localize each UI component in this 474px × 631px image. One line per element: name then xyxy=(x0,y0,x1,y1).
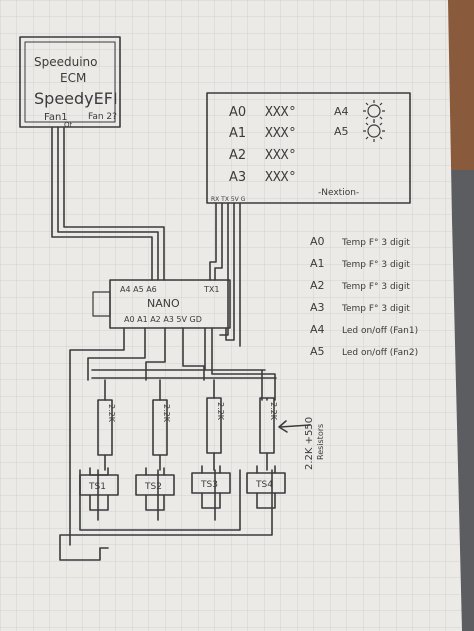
resistor-pointer-arrow xyxy=(278,420,311,433)
graph-paper-grid xyxy=(0,0,462,631)
nextion-to-nano-wire xyxy=(209,202,241,347)
legend-pin-a3: A3 xyxy=(310,301,325,314)
nano-usb-port xyxy=(92,291,111,317)
legend-pin-a0: A0 xyxy=(310,235,325,248)
nano-tx-pin: TX1 xyxy=(203,285,219,294)
sensor-ts3-body xyxy=(191,472,231,494)
sensor-ts2-label: TS2 xyxy=(144,482,162,492)
nextion-value-a1: XXX° xyxy=(265,126,296,141)
ecm-label-fan1-sub: Ot xyxy=(64,121,73,129)
nextion-pin-a0: A0 xyxy=(229,105,246,120)
nano-label: NANO xyxy=(147,297,180,310)
resistor-1-label: 2.2K xyxy=(107,404,116,423)
legend-pin-a4: A4 xyxy=(310,323,325,336)
resistor-2-label: 2.2K xyxy=(162,404,171,423)
nextion-display-box xyxy=(206,92,411,204)
nextion-pin-labels: RX TX 5V G xyxy=(211,196,246,203)
legend-desc-a4: Led on/off (Fan1) xyxy=(342,326,418,336)
resistor-leads xyxy=(104,379,268,471)
sensor-ts2-body xyxy=(135,474,175,496)
nano-bottom-pins: A0 A1 A2 A3 5V GD xyxy=(124,315,202,324)
nano-top-pins: A4 A5 A6 xyxy=(120,285,157,294)
ecm-label-ecm: ECM xyxy=(60,71,86,85)
nextion-label: -Nextion- xyxy=(318,188,359,198)
ecm-to-nano-wire xyxy=(51,126,165,281)
nextion-pin-a3: A3 xyxy=(229,170,246,185)
resistor-note-line1: 2.2K +550 xyxy=(304,417,315,470)
sensor-ts3-label: TS3 xyxy=(200,480,218,490)
resistor-note-line2: Resistors xyxy=(316,424,325,460)
led-icon-a5 xyxy=(363,120,385,142)
sensor-stems xyxy=(89,465,276,511)
sensor-ts4-label: TS4 xyxy=(255,480,273,490)
sensor-ts4-body xyxy=(246,472,286,494)
nextion-pin-a2: A2 xyxy=(229,148,246,163)
legend-pin-a2: A2 xyxy=(310,279,325,292)
ecm-label-fan2: Fan 2? xyxy=(88,112,117,122)
nextion-value-a3: XXX° xyxy=(265,170,296,185)
legend-desc-a2: Temp F° 3 digit xyxy=(341,282,410,292)
nextion-pin-a5: A5 xyxy=(334,125,349,138)
ecm-label-fan1: Fan1 xyxy=(44,112,68,123)
nextion-value-a0: XXX° xyxy=(265,105,296,120)
resistor-3-label: 2.2K xyxy=(216,402,225,421)
pin-legend: A0 Temp F° 3 digit A1 Temp F° 3 digit A2… xyxy=(310,235,418,358)
ecm-box xyxy=(19,36,121,128)
resistor-group xyxy=(97,379,275,471)
legend-pin-a1: A1 xyxy=(310,257,325,270)
ecm-label-speeduino: Speeduino xyxy=(34,55,98,69)
sensor-bus-wires xyxy=(69,327,277,546)
legend-desc-a0: Temp F° 3 digit xyxy=(341,238,410,248)
nextion-value-a2: XXX° xyxy=(265,148,296,163)
nextion-pin-a4: A4 xyxy=(334,105,349,118)
legend-pin-a5: A5 xyxy=(310,345,325,358)
legend-desc-a3: Temp F° 3 digit xyxy=(341,304,410,314)
sensor-ts1-label: TS1 xyxy=(88,482,106,492)
legend-desc-a5: Led on/off (Fan2) xyxy=(342,348,418,358)
nextion-pin-a1: A1 xyxy=(229,126,246,141)
legend-desc-a1: Temp F° 3 digit xyxy=(341,260,410,270)
resistor-4-label: 2.2K xyxy=(269,402,278,421)
ecm-label-speedyefi: SpeedyEFI xyxy=(34,89,118,108)
ecm-box-inner xyxy=(24,41,116,123)
